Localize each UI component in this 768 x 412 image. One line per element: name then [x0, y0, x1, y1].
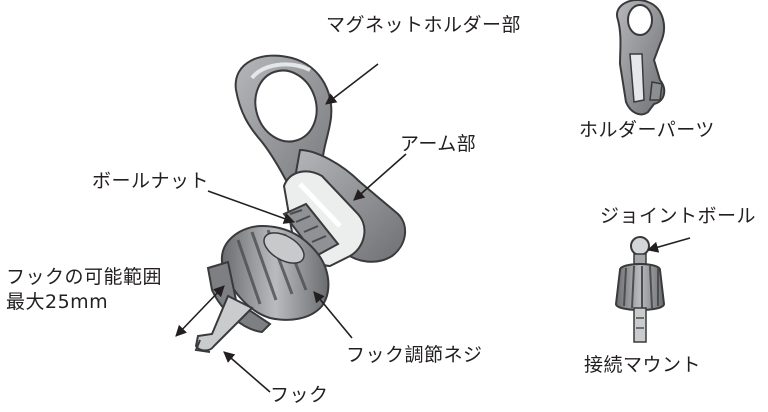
arrow-joint-ball	[646, 237, 691, 253]
arrow-magnet-holder	[325, 63, 379, 105]
main-assembly-illustration	[194, 54, 407, 353]
label-holder-parts: ホルダーパーツ	[579, 119, 715, 141]
label-hook-range-line2: 最大25mm	[6, 291, 109, 313]
leader-lines	[175, 63, 691, 393]
label-hook: フック	[270, 384, 329, 406]
label-joint-ball: ジョイントボール	[600, 205, 757, 227]
arrow-arm	[353, 153, 407, 201]
label-hook-adjust-screw: フック調節ネジ	[346, 344, 483, 366]
arrow-hook-range	[175, 285, 225, 337]
hook-adjust-screw-part	[206, 224, 330, 334]
holder-parts-illustration	[616, 0, 666, 116]
arrow-hook	[223, 351, 271, 393]
connection-mount-illustration	[614, 236, 666, 343]
label-arm: アーム部	[400, 133, 477, 155]
arrow-ball-nut	[207, 190, 296, 224]
arrow-hook-adjust-screw	[313, 291, 353, 339]
label-magnet-holder: マグネットホルダー部	[326, 14, 522, 36]
label-hook-range-line1: フックの可能範囲	[6, 266, 163, 288]
label-ball-nut: ボールナット	[92, 170, 210, 192]
label-connection-mount: 接続マウント	[584, 354, 702, 376]
